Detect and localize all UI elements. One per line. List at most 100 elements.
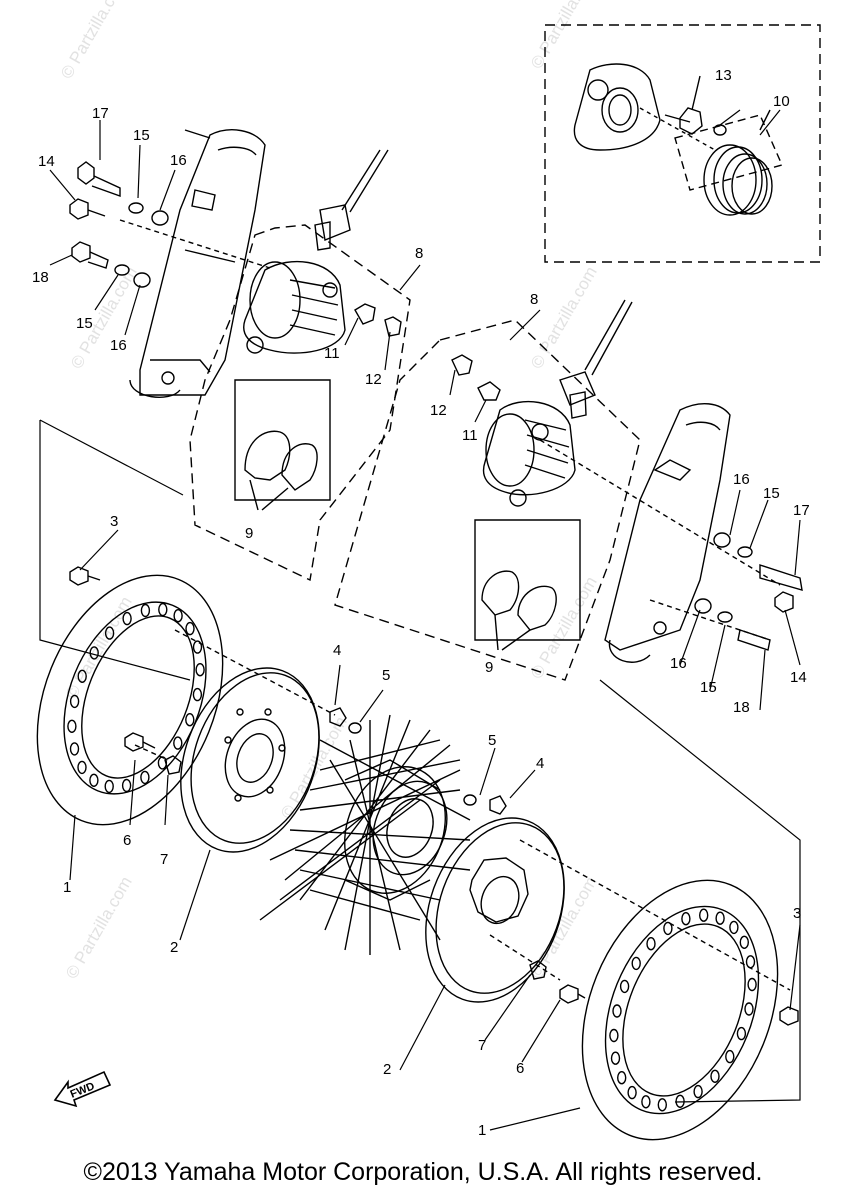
watermark: © Partzilla.com bbox=[62, 873, 136, 982]
left-disc-holes bbox=[67, 602, 205, 794]
left-fork-bolts bbox=[69, 161, 169, 288]
disc-hole bbox=[699, 908, 709, 922]
disc-hole bbox=[122, 611, 132, 626]
disc-hole bbox=[681, 912, 691, 926]
disc-hole bbox=[675, 1094, 685, 1109]
callout-label: 16 bbox=[110, 337, 127, 354]
callout-label: 5 bbox=[382, 667, 390, 684]
callout-label: 18 bbox=[733, 699, 750, 716]
disc-hole bbox=[710, 1069, 720, 1084]
disc-hole bbox=[69, 742, 80, 756]
disc-hole bbox=[729, 920, 739, 935]
watermarks: © Partzilla.com © Partzilla.com © Partzi… bbox=[57, 0, 601, 982]
callout-label: 11 bbox=[324, 345, 340, 362]
callout-label: 6 bbox=[516, 1060, 524, 1077]
right-caliper bbox=[334, 299, 641, 681]
callout-label: 17 bbox=[793, 502, 810, 519]
wheel-hub-spokes bbox=[259, 714, 471, 955]
leader-lines-left bbox=[39, 419, 191, 681]
copyright-notice: ©2013 Yamaha Motor Corporation, U.S.A. A… bbox=[83, 1158, 763, 1186]
disc-hole bbox=[617, 1070, 627, 1085]
right-brake-pads bbox=[474, 519, 581, 651]
callout-label: 4 bbox=[536, 755, 544, 772]
callout-label: 12 bbox=[430, 402, 447, 419]
disc-hole bbox=[627, 1085, 637, 1100]
disc-hole bbox=[158, 602, 168, 617]
disc-hole bbox=[646, 937, 656, 951]
right-fork-leg bbox=[539, 403, 781, 663]
callout-label: 3 bbox=[110, 513, 118, 530]
callout-leaders bbox=[49, 109, 801, 1131]
callout-label: 18 bbox=[32, 269, 49, 286]
callout-label: 13 bbox=[715, 67, 732, 84]
callout-label: 11 bbox=[462, 427, 478, 444]
callout-label: 16 bbox=[733, 471, 750, 488]
callout-label: 1 bbox=[63, 879, 71, 896]
callout-labels: 17 15 16 14 18 15 16 3 8 11 12 9 4 5 6 7… bbox=[32, 67, 810, 1139]
disc-hole bbox=[77, 760, 87, 775]
callout-label: 6 bbox=[123, 832, 131, 849]
disc-hole bbox=[747, 977, 757, 992]
callout-label: 15 bbox=[133, 127, 150, 144]
disc-hole bbox=[173, 609, 183, 623]
disc-hole bbox=[619, 979, 630, 994]
callout-label: 17 bbox=[92, 105, 109, 122]
callout-label: 16 bbox=[170, 152, 187, 169]
disc-hole bbox=[657, 1098, 667, 1112]
disc-hole bbox=[641, 1095, 651, 1109]
disc-hole bbox=[104, 626, 115, 640]
disc-hole bbox=[173, 736, 183, 750]
callout-label: 14 bbox=[38, 153, 55, 170]
watermark: © Partzilla.com bbox=[527, 0, 601, 72]
disc-hole bbox=[89, 773, 99, 787]
caliper-seal-inset bbox=[544, 24, 821, 263]
callout-label: 4 bbox=[333, 642, 341, 659]
disc-hole bbox=[140, 603, 151, 618]
disc-hole bbox=[67, 719, 77, 733]
callout-label: 12 bbox=[365, 371, 382, 388]
left-brake-pads bbox=[234, 379, 331, 511]
watermark: © Partzilla.com bbox=[62, 593, 136, 702]
right-hub-adapter bbox=[425, 817, 565, 1003]
disc-hole bbox=[693, 1084, 703, 1099]
disc-hole bbox=[663, 921, 673, 936]
callout-label: 3 bbox=[793, 905, 801, 922]
disc-hole bbox=[192, 640, 203, 654]
callout-label: 2 bbox=[170, 939, 178, 956]
callout-label: 15 bbox=[700, 679, 717, 696]
disc-hole bbox=[631, 956, 641, 971]
callout-label: 15 bbox=[76, 315, 93, 332]
disc-hole bbox=[140, 770, 150, 785]
disc-bolts-and-washers bbox=[69, 566, 799, 1026]
disc-hole bbox=[89, 646, 99, 660]
disc-hole bbox=[195, 663, 205, 677]
callout-label: 7 bbox=[160, 851, 168, 868]
disc-hole bbox=[610, 1051, 621, 1065]
disc-hole bbox=[725, 1049, 735, 1064]
leader-lines-right bbox=[599, 679, 801, 1103]
disc-hole bbox=[739, 935, 749, 949]
callout-label: 8 bbox=[530, 291, 538, 308]
callout-label: 9 bbox=[245, 525, 253, 542]
disc-hole bbox=[77, 669, 87, 683]
callout-label: 16 bbox=[670, 655, 687, 672]
callout-label: 15 bbox=[763, 485, 780, 502]
left-caliper bbox=[189, 149, 411, 582]
disc-hole bbox=[185, 621, 195, 636]
left-hub-adapter bbox=[180, 667, 320, 853]
callout-label: 7 bbox=[478, 1037, 486, 1054]
disc-hole bbox=[192, 687, 203, 702]
callout-label: 2 bbox=[383, 1061, 391, 1078]
left-brake-disc bbox=[36, 574, 336, 826]
disc-hole bbox=[185, 713, 195, 727]
disc-hole bbox=[609, 1028, 619, 1043]
disc-hole bbox=[121, 778, 132, 793]
callout-label: 14 bbox=[790, 669, 807, 686]
fwd-arrow-icon bbox=[53, 1070, 112, 1108]
callout-label: 10 bbox=[773, 93, 790, 110]
disc-hole bbox=[69, 694, 80, 709]
callout-label: 9 bbox=[485, 659, 493, 676]
callout-label: 5 bbox=[488, 732, 496, 749]
disc-hole bbox=[744, 1002, 754, 1016]
